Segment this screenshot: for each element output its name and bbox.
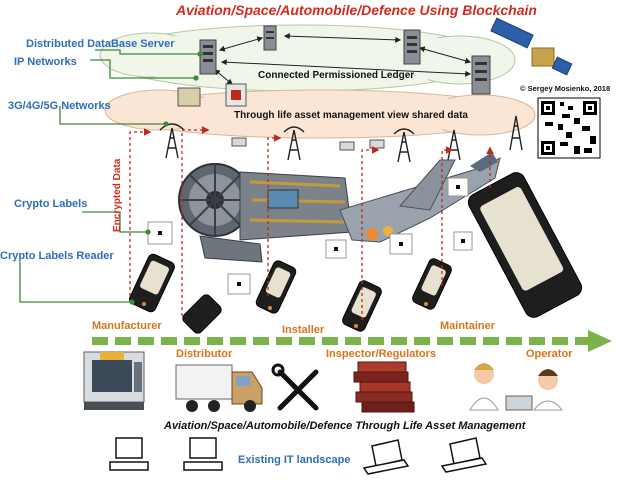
lifecycle-subtitle: Aviation/Space/Automobile/Defence Throug… [164, 420, 526, 432]
desktop-computer-icon [109, 437, 223, 471]
operator-people-icon [469, 363, 564, 411]
stage-manufacturer: Manufacturer [92, 320, 162, 332]
reader-screen [140, 187, 564, 318]
satellite-icon [490, 17, 573, 76]
label-db-server: Distributed DataBase Server [26, 38, 175, 50]
page-title: Aviation/Space/Automobile/Defence Using … [176, 2, 537, 18]
cloud-shared-text: Through life asset management view share… [234, 110, 468, 121]
database-server-icon [471, 55, 491, 95]
books-icon [353, 361, 415, 413]
stage-installer: Installer [282, 324, 325, 336]
lifecycle-arrow-head [588, 330, 612, 352]
network-router-icon [231, 137, 385, 151]
stage-distributor: Distributor [176, 348, 233, 360]
label-crypto-labels: Crypto Labels [14, 198, 88, 210]
database-server-icon [263, 25, 277, 51]
cloud-ledger-text: Connected Permissioned Ledger [258, 70, 415, 81]
ledger-links [214, 33, 472, 85]
label-crypto-reader: Crypto Labels Reader [0, 250, 114, 262]
cnc-machine-icon [83, 351, 145, 410]
label-connector [19, 49, 203, 305]
cell-tower-icon [159, 115, 523, 163]
label-ip-networks: IP Networks [14, 56, 77, 68]
database-server-icon [199, 39, 217, 75]
tools-icon [271, 363, 319, 411]
crypto-label-chip [158, 185, 465, 286]
label-encrypted-data: Encrypted Data [112, 158, 123, 232]
qr-code-icon [537, 97, 601, 159]
reader-light [142, 302, 428, 328]
encrypted-data-path [129, 126, 494, 320]
label-mobile-networks: 3G/4G/5G Networks [8, 100, 111, 112]
stage-maintainer: Maintainer [440, 320, 496, 332]
stage-inspector: Inspector/Regulators [326, 348, 437, 360]
shared-data-cloud [104, 89, 536, 139]
database-server-icon [403, 29, 421, 65]
laptop-computer-icon [362, 437, 488, 475]
ledger-cloud [99, 24, 516, 92]
stage-operator: Operator [526, 348, 573, 360]
label-it-landscape: Existing IT landscape [238, 454, 351, 466]
gateway-server-icon [177, 83, 247, 107]
truck-icon [175, 364, 263, 412]
copyright-text: © Sergey Mosienko, 2018 [520, 84, 611, 93]
